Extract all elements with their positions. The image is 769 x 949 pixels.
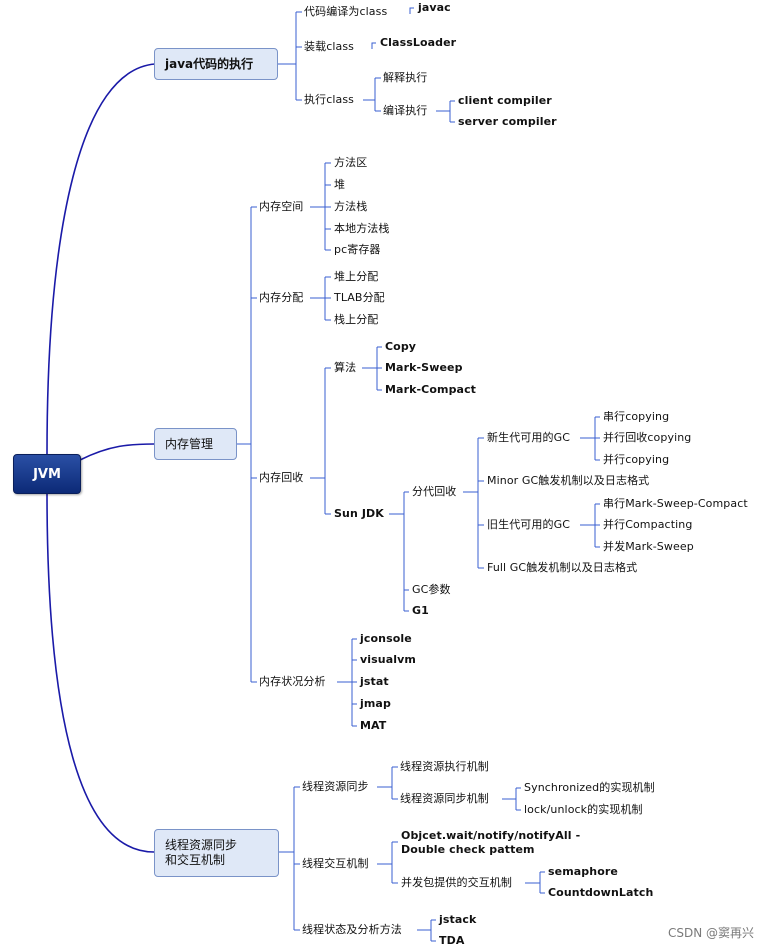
root-node-jvm: JVM (13, 454, 81, 494)
node-client-compiler: client compiler (458, 94, 552, 107)
node-synchronized-impl: Synchronized的实现机制 (524, 781, 655, 794)
branch-thread-sync-interaction: 线程资源同步 和交互机制 (154, 829, 279, 877)
node-lock-unlock-impl: lock/unlock的实现机制 (524, 803, 643, 816)
node-jmap: jmap (360, 697, 391, 710)
node-server-compiler: server compiler (458, 115, 557, 128)
node-algorithm: 算法 (334, 361, 357, 374)
node-native-method-stack: 本地方法栈 (334, 222, 390, 235)
node-classloader: ClassLoader (380, 36, 457, 49)
branch-memory-management: 内存管理 (154, 428, 237, 460)
watermark: CSDN @窦再兴 (668, 926, 755, 940)
node-minor-gc: Minor GC触发机制以及日志格式 (487, 474, 650, 487)
node-parallel-copying: 并行copying (603, 453, 670, 466)
node-sun-jdk: Sun JDK (334, 507, 384, 520)
node-semaphore: semaphore (548, 865, 618, 878)
node-heap: 堆 (334, 178, 346, 191)
node-jconsole: jconsole (360, 632, 412, 645)
connector-root-exec (46, 63, 156, 455)
node-tlab-alloc: TLAB分配 (334, 291, 385, 304)
node-load-class: 装载class (304, 40, 355, 53)
node-mat: MAT (360, 719, 387, 732)
node-memory-gc: 内存回收 (259, 471, 304, 484)
node-thread-interaction: 线程交互机制 (302, 857, 369, 870)
node-parallel-compacting: 并行Compacting (603, 518, 693, 531)
node-wait-notify-line2: Double check pattem (401, 843, 535, 856)
node-compile-to-class: 代码编译为class (304, 5, 388, 18)
node-interpret: 解释执行 (383, 71, 428, 84)
node-generational-gc: 分代回收 (412, 485, 457, 498)
node-concurrent-mark-sweep: 并发Mark-Sweep (603, 540, 694, 553)
node-mark-sweep: Mark-Sweep (385, 361, 463, 374)
node-countdownlatch: CountdownLatch (548, 886, 654, 899)
node-visualvm: visualvm (360, 653, 416, 666)
node-stack-alloc: 栈上分配 (334, 313, 379, 326)
node-copy: Copy (385, 340, 417, 353)
connector-root-thread (46, 491, 155, 853)
node-memory-analysis: 内存状况分析 (259, 675, 326, 688)
node-wait-notify-line1: Objcet.wait/notify/notifyAll - (401, 829, 581, 842)
node-full-gc: Full GC触发机制以及日志格式 (487, 561, 638, 574)
node-young-gen-gc: 新生代可用的GC (487, 431, 571, 444)
node-wait-notify: Objcet.wait/notify/notifyAll - Double ch… (401, 829, 580, 857)
node-compiled-exec: 编译执行 (383, 104, 428, 117)
node-heap-alloc: 堆上分配 (334, 270, 379, 283)
node-mark-compact: Mark-Compact (385, 383, 477, 396)
node-javac: javac (418, 1, 451, 14)
node-thread-sync: 线程资源同步 (302, 780, 369, 793)
node-jstack: jstack (439, 913, 477, 926)
node-old-gen-gc: 旧生代可用的GC (487, 518, 571, 531)
branch-thread-label-line2: 和交互机制 (165, 853, 226, 867)
node-pc-register: pc寄存器 (334, 243, 381, 256)
node-thread-state-analysis: 线程状态及分析方法 (302, 923, 402, 936)
branch-java-code-execution: java代码的执行 (154, 48, 278, 80)
node-jstat: jstat (360, 675, 389, 688)
node-execute-class: 执行class (304, 93, 355, 106)
node-g1: G1 (412, 604, 429, 617)
connector-root-memory (79, 443, 155, 461)
node-parallel-scavenge-copying: 并行回收copying (603, 431, 692, 444)
node-method-stack: 方法栈 (334, 200, 368, 213)
node-thread-exec-mechanism: 线程资源执行机制 (400, 760, 489, 773)
node-serial-msc: 串行Mark-Sweep-Compact (603, 497, 748, 510)
node-serial-copying: 串行copying (603, 410, 670, 423)
node-memory-space: 内存空间 (259, 200, 304, 213)
branch-thread-label-line1: 线程资源同步 (165, 838, 238, 852)
node-gc-params: GC参数 (412, 583, 451, 596)
node-memory-allocation: 内存分配 (259, 291, 304, 304)
node-thread-sync-mechanism: 线程资源同步机制 (400, 792, 489, 805)
node-tda: TDA (439, 934, 465, 947)
node-concurrent-package: 并发包提供的交互机制 (401, 876, 512, 889)
node-method-area: 方法区 (334, 156, 368, 169)
